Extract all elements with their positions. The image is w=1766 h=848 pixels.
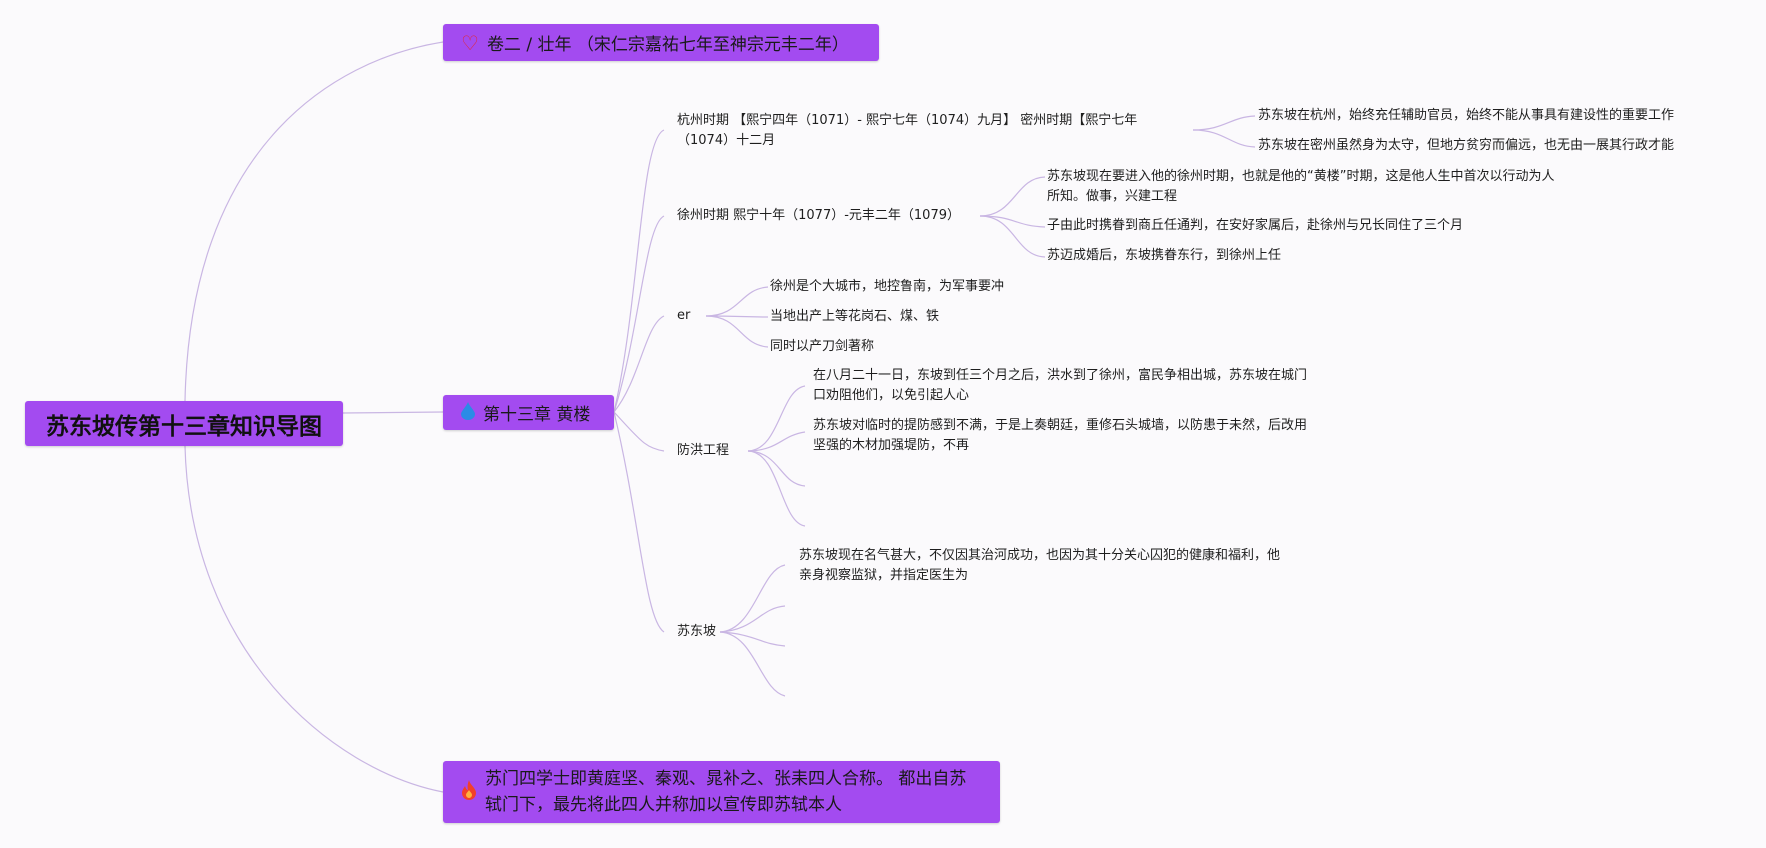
- topic-hangzhou[interactable]: 杭州时期 【熙宁四年（1071）- 熙宁七年（1074）九月】 密州时期【熙宁七…: [677, 113, 1138, 148]
- connector-b2-xuzhou: [613, 215, 665, 413]
- connector-root-b3: [184, 445, 444, 793]
- topic-child: 苏东坡在杭州，始终充任辅助官员，始终不能从事具有建设性的重要工作: [1258, 108, 1675, 123]
- topic-er[interactable]: er: [677, 308, 691, 323]
- connector-b2-hangzhou: [613, 129, 665, 413]
- water-drop-icon: [461, 401, 475, 424]
- topic-child: 徐州是个大城市，地控鲁南，为军事要冲: [770, 279, 1005, 294]
- branch-label: 卷二 / 壮年 （宋仁宗嘉祐七年至神宗元丰二年）: [486, 35, 849, 55]
- connector-root-b2: [342, 411, 444, 414]
- topic-flood-control[interactable]: 防洪工程: [677, 443, 730, 458]
- connector-root-b1: [184, 41, 444, 402]
- topic-child: 苏东坡现在名气甚大，不仅因其治河成功，也因为其十分关心囚犯的健康和福利，他亲身视…: [799, 548, 1281, 583]
- connector-b2-er: [613, 315, 665, 413]
- fire-icon: [461, 780, 477, 804]
- topic-child: 在八月二十一日，东坡到任三个月之后，洪水到了徐州，富民争相出城，苏东坡在城门口劝…: [813, 368, 1308, 403]
- branch-label: 第十三章 黄楼: [483, 405, 591, 425]
- connector-b2-flood: [613, 411, 665, 452]
- topic-child: 当地出产上等花岗石、煤、铁: [770, 309, 940, 324]
- topic-child: 苏东坡对临时的提防感到不满，于是上奏朝廷，重修石头城墙，以防患于未然，后改用坚强…: [813, 418, 1308, 453]
- branch-chapter-thirteen[interactable]: 第十三章 黄楼: [443, 395, 614, 430]
- root-title: 苏东坡传第十三章知识导图: [46, 413, 322, 440]
- connector-b2-sudongpo: [613, 411, 665, 633]
- branch-volume-two[interactable]: ♡ 卷二 / 壮年 （宋仁宗嘉祐七年至神宗元丰二年）: [443, 24, 879, 61]
- topic-child: 苏东坡现在要进入他的徐州时期，也就是他的“黄楼”时期，这是他人生中首次以行动为人…: [1047, 169, 1555, 204]
- root-node[interactable]: 苏东坡传第十三章知识导图: [25, 401, 343, 446]
- topic-child: 子由此时携眷到商丘任通判，在安好家属后，赴徐州与兄长同住了三个月: [1047, 218, 1464, 233]
- topic-sudongpo[interactable]: 苏东坡: [677, 624, 717, 639]
- topic-child: 苏迈成婚后，东坡携眷东行，到徐州上任: [1047, 248, 1282, 263]
- topic-xuzhou[interactable]: 徐州时期 熙宁十年（1077）-元丰二年（1079）: [677, 208, 960, 223]
- heart-icon: ♡: [461, 30, 479, 55]
- topic-child: 苏东坡在密州虽然身为太守，但地方贫穷而偏远，也无由一展其行政才能: [1258, 138, 1675, 153]
- topic-child: 同时以产刀剑著称: [770, 339, 875, 354]
- branch-label: 苏门四学士即黄庭坚、秦观、晁补之、张耒四人合称。 都出自苏轼门下，最先将此四人并…: [485, 769, 967, 815]
- branch-four-scholars[interactable]: 苏门四学士即黄庭坚、秦观、晁补之、张耒四人合称。 都出自苏轼门下，最先将此四人并…: [443, 761, 1000, 823]
